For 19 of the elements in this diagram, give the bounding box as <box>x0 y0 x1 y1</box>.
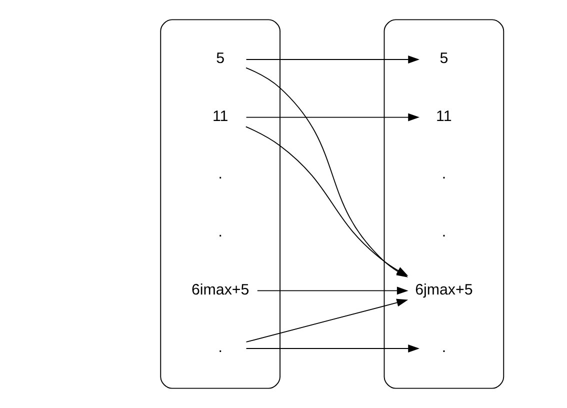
node-text: 5 <box>216 50 225 68</box>
cluster <box>160 19 280 389</box>
arrow <box>246 113 420 122</box>
node-text: . <box>218 224 222 240</box>
arrow <box>246 344 420 352</box>
node-text: 11 <box>212 108 228 125</box>
node-text: . <box>442 339 446 356</box>
node-text: 6jmax+5 <box>415 281 473 298</box>
arrow <box>246 298 408 342</box>
arrow <box>256 286 408 295</box>
arrow <box>246 56 420 64</box>
node-text: 11 <box>436 108 452 125</box>
node-text: . <box>218 166 222 183</box>
node-text: . <box>442 224 446 240</box>
node-text: 5 <box>440 50 448 68</box>
cluster <box>384 19 504 389</box>
node-text: . <box>218 339 222 356</box>
node-text: 6imax+5 <box>191 281 250 298</box>
node-text: . <box>442 166 446 183</box>
